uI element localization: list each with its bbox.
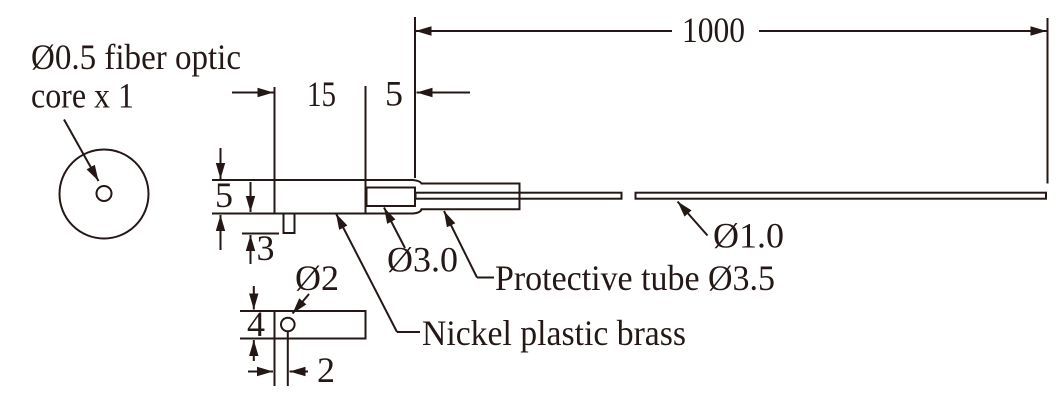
- svg-text:2: 2: [317, 350, 335, 390]
- svg-text:5: 5: [215, 175, 233, 215]
- svg-text:5: 5: [385, 74, 403, 114]
- svg-text:Protective tube Ø3.5: Protective tube Ø3.5: [495, 258, 775, 298]
- svg-text:1000: 1000: [682, 10, 745, 50]
- svg-text:3: 3: [257, 228, 275, 268]
- svg-text:Ø0.5 fiber optic: Ø0.5 fiber optic: [31, 37, 241, 77]
- svg-text:core x 1: core x 1: [31, 76, 134, 116]
- svg-text:Ø2: Ø2: [295, 258, 339, 298]
- svg-text:Ø3.0: Ø3.0: [387, 240, 458, 280]
- svg-text:15: 15: [307, 74, 336, 114]
- svg-text:4: 4: [247, 304, 265, 344]
- svg-text:Ø1.0: Ø1.0: [713, 216, 784, 256]
- svg-text:Nickel plastic brass: Nickel plastic brass: [422, 313, 686, 353]
